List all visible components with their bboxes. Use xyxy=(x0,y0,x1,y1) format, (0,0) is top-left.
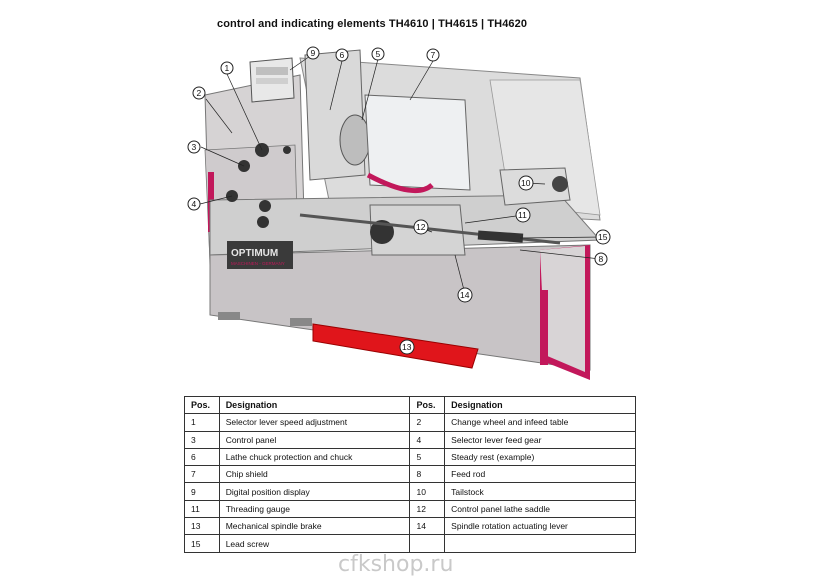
spindle-brake-bar xyxy=(312,323,479,369)
callout-2: 2 xyxy=(192,86,206,100)
pos-cell: 11 xyxy=(184,499,220,519)
table-row: 1 Selector lever speed adjustment 2 Chan… xyxy=(184,413,636,432)
designation-cell xyxy=(444,534,636,553)
chip-shield xyxy=(364,94,471,191)
svg-text:11: 11 xyxy=(518,210,527,220)
page-title: control and indicating elements TH4610 |… xyxy=(217,18,528,30)
svg-text:15: 15 xyxy=(598,232,608,242)
callout-9: 9 xyxy=(306,46,320,60)
callout-15: 15 xyxy=(595,229,611,245)
brand-sub: MASCHINEN - GERMANY xyxy=(231,261,285,266)
designation-cell: Threading gauge xyxy=(218,499,411,519)
svg-text:7: 7 xyxy=(431,50,436,60)
table-row: 13 Mechanical spindle brake 14 Spindle r… xyxy=(184,517,636,536)
table-row: 9 Digital position display 10 Tailstock xyxy=(184,482,636,501)
table-row: 6 Lathe chuck protection and chuck 5 Ste… xyxy=(184,447,636,467)
pos-cell: 15 xyxy=(184,534,220,553)
table-row: 15 Lead screw xyxy=(184,534,636,553)
svg-text:8: 8 xyxy=(599,254,604,264)
designation-cell: Mechanical spindle brake xyxy=(218,517,411,536)
designation-cell: Spindle rotation actuating lever xyxy=(444,517,636,536)
designation-cell: Change wheel and infeed table xyxy=(444,413,636,432)
pos-cell: 3 xyxy=(184,430,220,449)
callout-11: 11 xyxy=(515,207,531,223)
pos-cell: 7 xyxy=(184,465,220,484)
callout-8: 8 xyxy=(594,252,608,266)
pos-cell: 8 xyxy=(409,465,446,484)
brand-logo: OPTIMUM xyxy=(231,248,278,259)
svg-text:3: 3 xyxy=(192,142,197,152)
callout-14: 14 xyxy=(457,287,473,303)
pos-cell xyxy=(409,534,446,553)
pos-cell: 1 xyxy=(184,413,220,432)
pos-cell: 14 xyxy=(409,517,446,536)
designation-cell: Chip shield xyxy=(218,465,411,484)
callout-4: 4 xyxy=(187,197,201,211)
brand-plate xyxy=(227,241,293,269)
pos-cell: 9 xyxy=(184,482,220,501)
svg-text:2: 2 xyxy=(197,88,202,98)
callout-10: 10 xyxy=(518,175,534,191)
svg-text:5: 5 xyxy=(376,49,381,59)
svg-text:6: 6 xyxy=(340,50,345,60)
svg-text:4: 4 xyxy=(192,199,197,209)
svg-text:14: 14 xyxy=(460,290,470,300)
table-row: 3 Control panel 4 Selector lever feed ge… xyxy=(184,430,636,449)
svg-text:1: 1 xyxy=(225,63,230,73)
designation-cell: Lathe chuck protection and chuck xyxy=(218,447,411,467)
designation-cell: Feed rod xyxy=(444,465,636,484)
designation-cell: Selector lever feed gear xyxy=(444,430,636,449)
callout-7: 7 xyxy=(426,48,440,62)
designation-cell: Tailstock xyxy=(444,482,636,501)
svg-text:9: 9 xyxy=(311,48,316,58)
callout-3: 3 xyxy=(187,140,201,154)
header-pos-right: Pos. xyxy=(409,395,446,415)
table-row: 11 Threading gauge 12 Control panel lath… xyxy=(184,499,636,519)
watermark: cfkshop.ru xyxy=(338,552,454,577)
svg-text:12: 12 xyxy=(416,222,426,232)
pos-cell: 5 xyxy=(409,447,446,467)
designation-cell: Steady rest (example) xyxy=(444,447,636,467)
callout-6: 6 xyxy=(335,48,349,62)
designation-cell: Lead screw xyxy=(218,534,411,553)
legend-table: Pos. Designation Pos. Designation 1 Sele… xyxy=(184,395,636,553)
header-designation-left: Designation xyxy=(218,395,411,415)
pos-cell: 6 xyxy=(184,447,220,467)
callout-1: 1 xyxy=(220,61,234,75)
pos-cell: 10 xyxy=(409,482,446,501)
header-designation-right: Designation xyxy=(444,395,636,415)
handwheel xyxy=(370,220,394,244)
callout-5: 5 xyxy=(371,47,385,61)
designation-cell: Control panel xyxy=(218,430,411,449)
legend-header-row: Pos. Designation Pos. Designation xyxy=(184,395,636,415)
pos-cell: 4 xyxy=(409,430,446,449)
callout-13: 13 xyxy=(399,339,415,355)
lathe-illustration: OPTIMUM MASCHINEN - GERMANY 1 2 3 xyxy=(187,46,611,380)
pos-cell: 2 xyxy=(409,413,446,432)
header-pos-left: Pos. xyxy=(184,395,220,415)
designation-cell: Selector lever speed adjustment xyxy=(218,413,411,432)
callout-12: 12 xyxy=(413,219,429,235)
tailstock xyxy=(499,167,571,206)
table-row: 7 Chip shield 8 Feed rod xyxy=(184,465,636,484)
designation-cell: Digital position display xyxy=(218,482,411,501)
pos-cell: 12 xyxy=(409,499,446,519)
pos-cell: 13 xyxy=(184,517,220,536)
svg-text:10: 10 xyxy=(521,178,531,188)
svg-text:13: 13 xyxy=(402,342,412,352)
designation-cell: Control panel lathe saddle xyxy=(444,499,636,519)
